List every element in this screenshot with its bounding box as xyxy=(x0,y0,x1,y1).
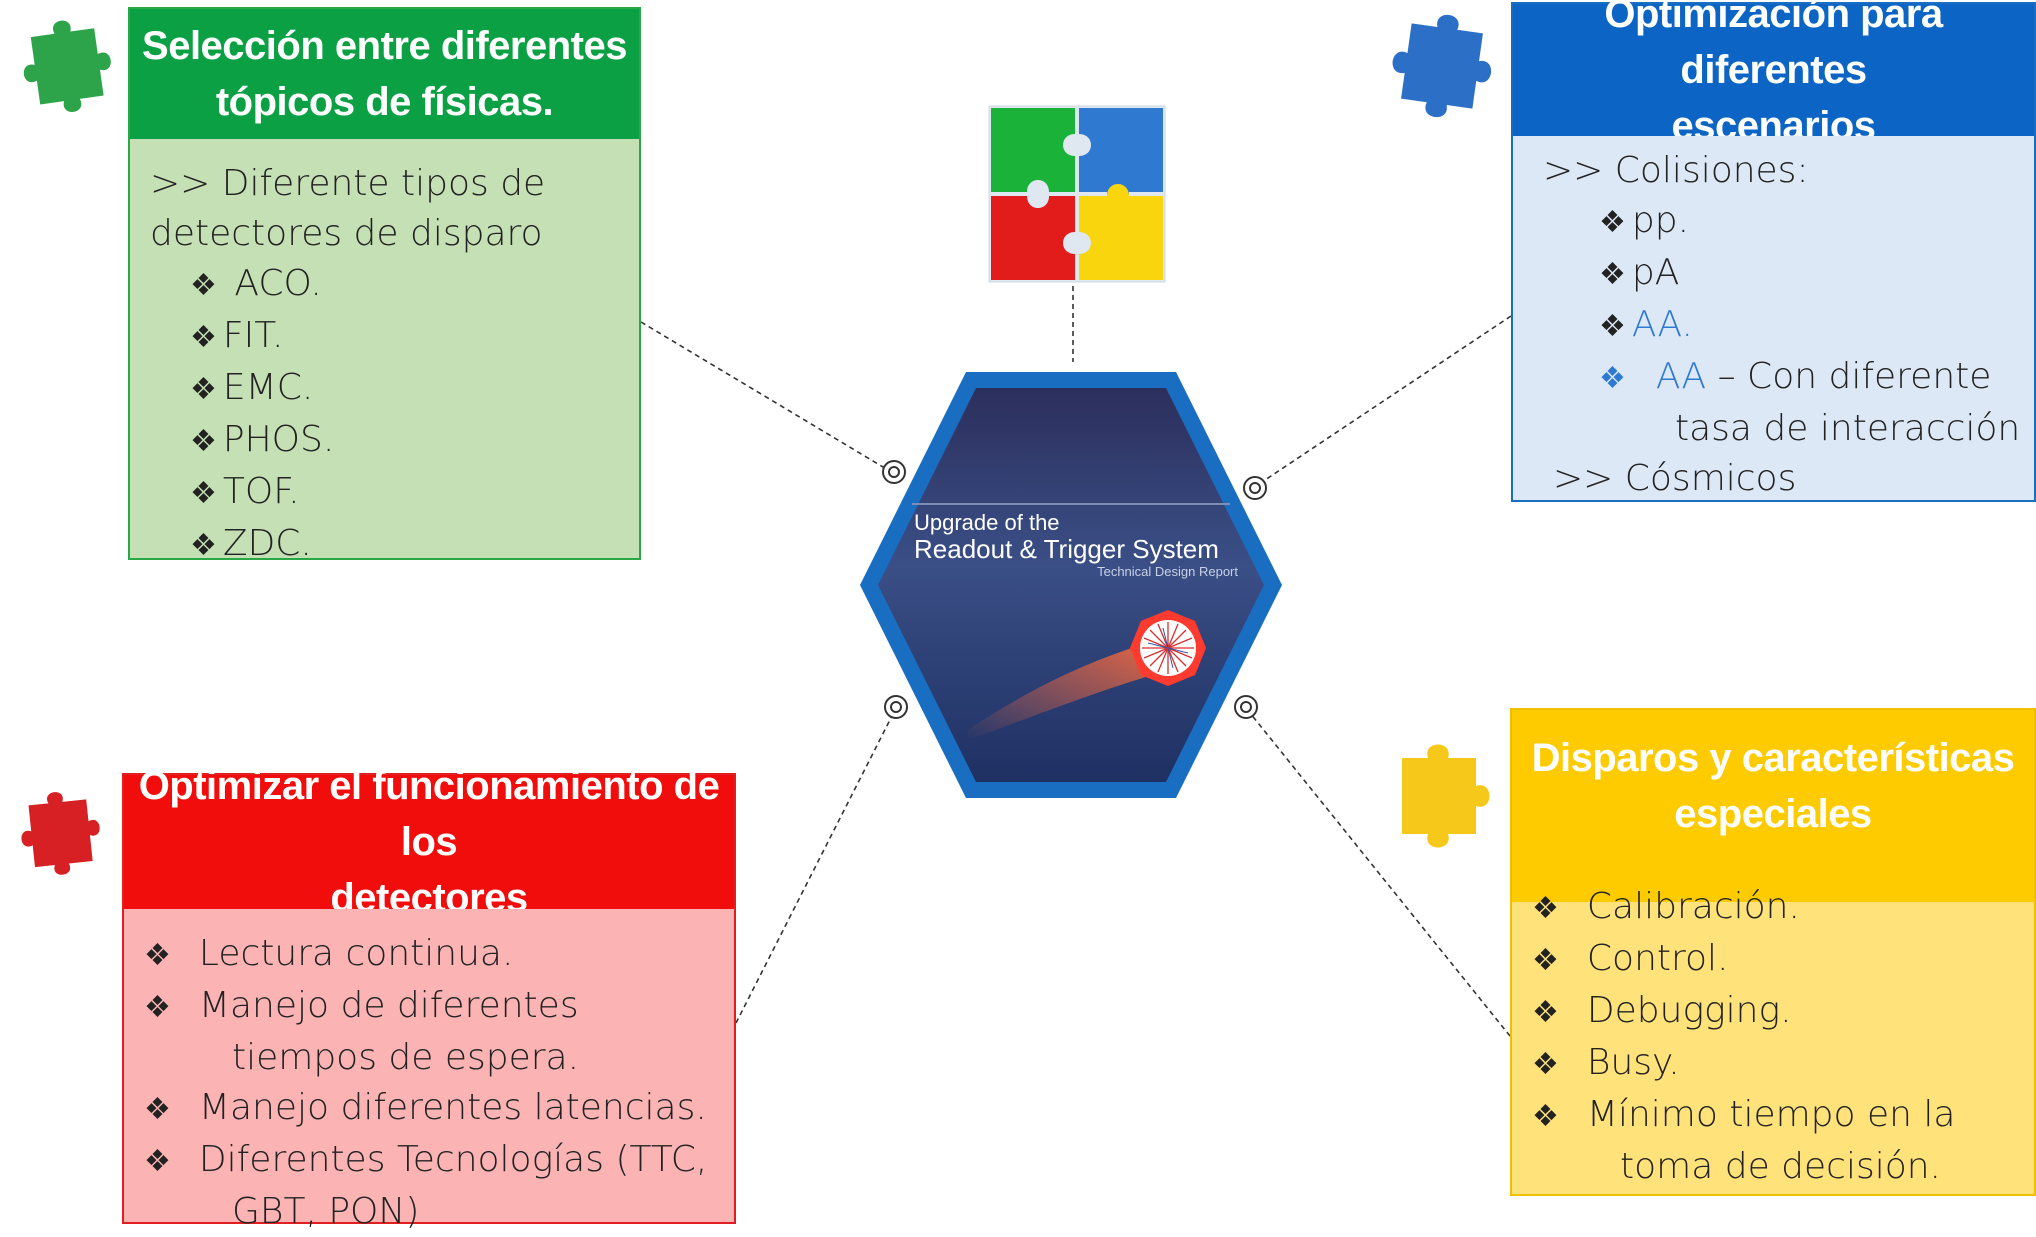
diamond-bullet-icon: ❖ xyxy=(1599,309,1626,344)
scenarios-header: Optimización para diferentes escenarios xyxy=(1513,0,2034,148)
detectors-box: Optimizar el funcionamiento de los detec… xyxy=(122,764,736,1232)
list-item-continuation: GBT, PON) xyxy=(232,1191,420,1232)
connector-scenarios xyxy=(1255,315,1512,487)
blue-puzzle-piece-icon xyxy=(1392,14,1492,118)
diamond-bullet-icon: ❖ xyxy=(1532,1047,1559,1082)
triggers-title-line2: especiales xyxy=(1674,792,1872,836)
triggers-body: ❖Calibración. ❖Control. ❖Debugging. ❖Bus… xyxy=(1512,886,2034,1194)
connector-detectors xyxy=(735,707,897,1024)
connector-triggers xyxy=(1245,707,1511,1037)
physics-topics-body: >> Diferente tipos de detectores de disp… xyxy=(130,139,639,564)
diamond-bullet-icon: ❖ xyxy=(1532,995,1559,1030)
list-item: ❖Calibración. xyxy=(1532,886,1800,927)
scenarios-box: Optimización para diferentes escenarios … xyxy=(1511,0,2036,502)
physics-intro-line2: detectores de disparo xyxy=(150,213,543,254)
diamond-bullet-icon: ❖ xyxy=(190,424,217,459)
list-item: ❖Control. xyxy=(1532,938,1729,979)
physics-topics-header: Selección entre diferentes tópicos de fí… xyxy=(130,9,639,139)
list-item: ❖TOF. xyxy=(190,471,300,512)
list-item: ❖Manejo de diferentes xyxy=(144,985,579,1026)
list-item: ❖ ACO. xyxy=(190,263,322,304)
list-item: ❖Debugging. xyxy=(1532,990,1792,1031)
list-item: ❖Mínimo tiempo en la xyxy=(1532,1094,1956,1135)
yellow-puzzle-piece-icon xyxy=(1402,744,1490,848)
particle-trail xyxy=(968,640,1170,740)
green-puzzle-piece-icon xyxy=(23,20,111,112)
list-item-continuation: tasa de interacción xyxy=(1675,408,2021,449)
list-item: ❖pp. xyxy=(1599,200,1690,241)
list-item: ❖PHOS. xyxy=(190,419,335,460)
diamond-bullet-icon: ❖ xyxy=(144,1144,171,1179)
diamond-bullet-icon: ❖ xyxy=(144,938,171,973)
physics-title-line1: Selección entre diferentes xyxy=(142,24,627,68)
target-ring-icon xyxy=(884,695,908,719)
diamond-bullet-icon: ❖ xyxy=(1599,257,1626,292)
target-ring-icon xyxy=(1243,476,1267,500)
scenarios-body: >> Colisiones: ❖pp. ❖pA ❖AA. ❖AA – Con d… xyxy=(1513,136,2034,500)
list-item: ❖Diferentes Tecnologías (TTC, xyxy=(144,1139,708,1180)
physics-topics-box: Selección entre diferentes tópicos de fí… xyxy=(128,7,641,564)
cover-title-line2: Readout & Trigger System xyxy=(914,534,1219,564)
diamond-bullet-icon: ❖ xyxy=(1532,1099,1559,1134)
diamond-bullet-icon: ❖ xyxy=(1599,205,1626,240)
red-puzzle-piece-icon xyxy=(21,792,100,875)
connector-physics xyxy=(640,321,889,471)
cover-title-line1: Upgrade of the xyxy=(914,510,1060,535)
list-item: ❖EMC. xyxy=(190,367,314,408)
diamond-bullet-icon: ❖ xyxy=(144,1092,171,1127)
cover-subtitle: Technical Design Report xyxy=(1097,564,1238,579)
list-item: ❖pA xyxy=(1599,252,1680,293)
diamond-bullet-icon: ❖ xyxy=(190,372,217,407)
detectors-header: Optimizar el funcionamiento de los detec… xyxy=(124,764,734,920)
diamond-bullet-icon: ❖ xyxy=(1532,943,1559,978)
puzzle-cluster-icon xyxy=(988,105,1166,283)
list-item: ❖Busy. xyxy=(1532,1042,1680,1083)
list-item-continuation: tiempos de espera. xyxy=(232,1037,580,1078)
list-item: ❖AA. xyxy=(1599,304,1693,345)
triggers-title-line1: Disparos y características xyxy=(1531,736,2015,780)
target-ring-icon xyxy=(1234,695,1258,719)
target-ring-icon xyxy=(882,460,906,484)
triggers-header: Disparos y características especiales xyxy=(1512,710,2034,902)
diamond-bullet-icon: ❖ xyxy=(144,990,171,1025)
list-item: ❖Manejo diferentes latencias. xyxy=(144,1087,707,1128)
diamond-bullet-icon: ❖ xyxy=(190,320,217,355)
triggers-box: Disparos y características especiales ❖C… xyxy=(1510,708,2036,1196)
physics-intro-line1: >> Diferente tipos de xyxy=(150,163,546,204)
list-item-continuation: toma de decisión. xyxy=(1620,1146,1941,1187)
cosmics-label: >> Cósmicos xyxy=(1553,458,1797,499)
diamond-bullet-icon: ❖ xyxy=(190,528,217,563)
list-item: ❖ZDC. xyxy=(190,523,312,564)
diamond-bullet-icon: ❖ xyxy=(190,476,217,511)
diamond-bullet-icon: ❖ xyxy=(1599,361,1626,396)
detectors-body: ❖Lectura continua. ❖Manejo de diferentes… xyxy=(124,909,734,1232)
collisions-label: >> Colisiones: xyxy=(1543,150,1809,191)
physics-title-line2: tópicos de físicas. xyxy=(215,80,554,124)
diamond-bullet-icon: ❖ xyxy=(190,268,217,303)
list-item: ❖FIT. xyxy=(190,315,284,356)
scenarios-title-line1: Optimización para diferentes xyxy=(1604,0,1943,92)
detectors-title-line1: Optimizar el funcionamiento de los xyxy=(138,764,720,864)
list-item: ❖AA – Con diferente xyxy=(1599,356,1992,397)
diamond-bullet-icon: ❖ xyxy=(1532,891,1559,926)
event-display-icon xyxy=(1130,610,1206,686)
list-item: ❖Lectura continua. xyxy=(144,933,514,974)
center-report-cover: Upgrade of the Readout & Trigger System … xyxy=(860,372,1282,798)
